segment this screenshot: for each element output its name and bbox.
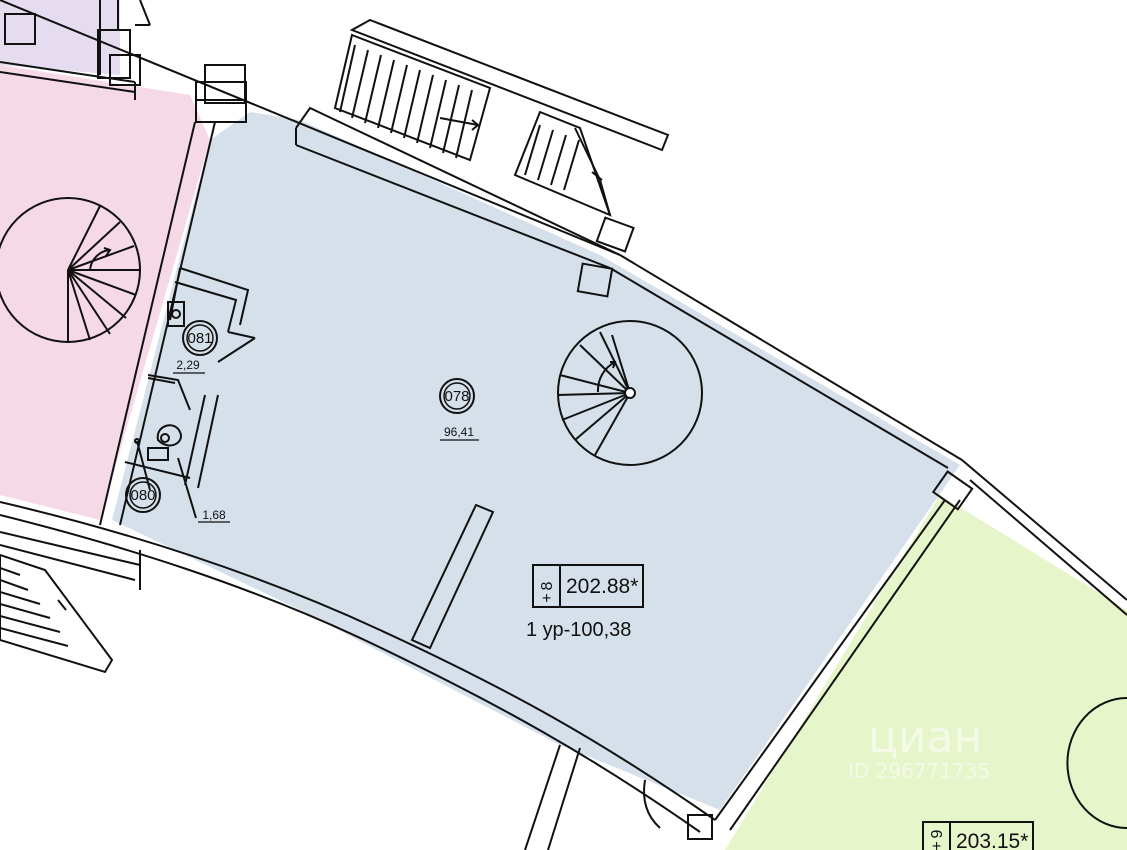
bottom-left-staircase [0, 553, 114, 674]
apartment-number-8: 8 [539, 581, 556, 590]
room-area-081: 2,29 [176, 358, 200, 372]
apartment-left-zone [0, 65, 210, 520]
apartment-label-8: 8 + 202.88* 1 ур-100,38 [526, 564, 644, 641]
watermark-brand: циан [868, 712, 982, 763]
watermark-id: ID 296771735 [848, 759, 990, 783]
room-badge-081: 081 2,29 [173, 320, 218, 374]
apartment-prefix-8: + [539, 593, 556, 602]
room-badge-078: 078 96,41 [439, 378, 479, 441]
apartment-level-note-8: 1 ур-100,38 [526, 619, 631, 641]
spiral-staircase-main [557, 320, 703, 466]
bottom-entrance [524, 744, 713, 850]
room-number-080: 080 [130, 487, 155, 504]
apartment-number-9: 9 [929, 829, 946, 838]
watermark: циан ID 296771735 [848, 712, 990, 783]
apartment-left-top-zone [0, 0, 120, 75]
room-area-078: 96,41 [444, 425, 474, 439]
room-number-081: 081 [187, 330, 212, 347]
apartment-right-zone [725, 495, 1127, 850]
room-number-078: 078 [444, 388, 469, 405]
room-badge-080: 080 1,68 [125, 477, 230, 523]
spiral-staircase-right [1066, 697, 1127, 829]
spiral-staircase-left [0, 197, 141, 343]
apartment-total-9: 203.15* [956, 830, 1028, 850]
apartment-main-zone [112, 112, 960, 810]
apartment-total-8: 202.88* [566, 575, 638, 598]
apartment-label-9: 9 + 203.15* [922, 821, 1034, 850]
apartment-prefix-9: + [929, 841, 946, 850]
bathroom-block [124, 267, 256, 519]
top-staircase [333, 18, 670, 298]
room-area-080: 1,68 [202, 508, 226, 522]
